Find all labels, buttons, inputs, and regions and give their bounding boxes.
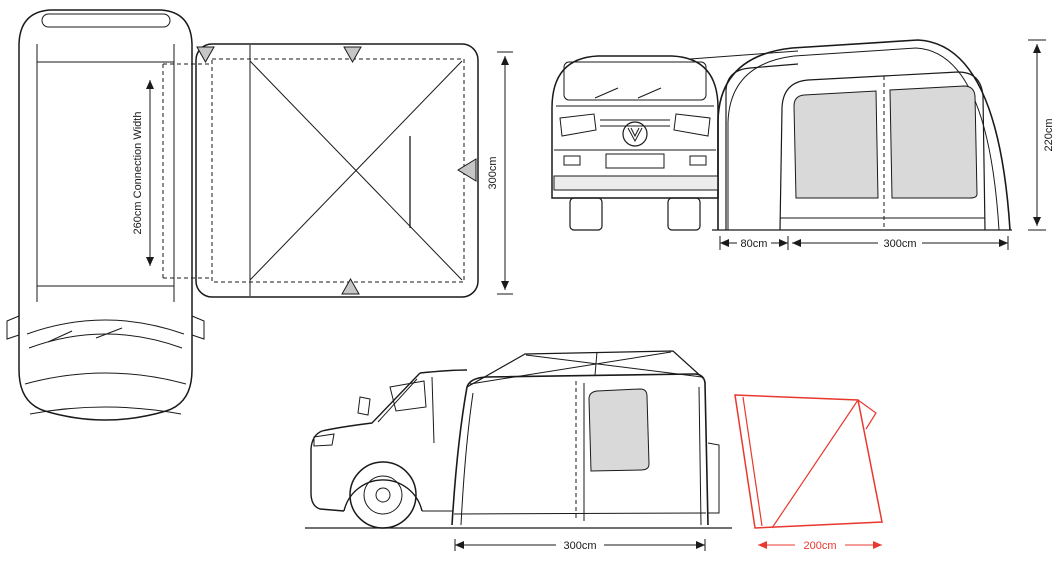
van-rear-bumper: [707, 442, 720, 514]
front-view-gap-label: 80cm: [741, 238, 768, 250]
roof-frame: [466, 350, 705, 388]
van-side-view: [310, 369, 468, 529]
awning-front-view: [717, 39, 1011, 231]
awning-side-view: [451, 350, 720, 526]
right-mirror: [191, 315, 205, 340]
van-top-view: [6, 9, 205, 421]
top-view-diagram: 300cm 260cm Connection Width: [6, 9, 513, 421]
windshield: [377, 378, 418, 423]
peg-markers: [196, 46, 477, 295]
license-plate: [605, 153, 665, 169]
right-wheel: [667, 197, 701, 231]
front-view-diagram: 80cm 300cm 220cm: [551, 39, 1055, 250]
left-window-panel: [793, 90, 879, 199]
optional-canopy-outline: [734, 394, 883, 529]
side-window-panel: [588, 388, 650, 472]
left-wheel: [569, 197, 603, 231]
left-mirror: [6, 315, 20, 340]
front-wheel: [349, 461, 417, 529]
front-view-height-label: 220cm: [1043, 118, 1055, 151]
left-headlight: [559, 113, 597, 137]
bumper-band: [553, 175, 719, 191]
right-window-panel: [889, 85, 978, 199]
canopy-width-label: 200cm: [803, 540, 836, 552]
headlight: [313, 433, 335, 447]
grille: [600, 119, 670, 127]
van-front-view: [551, 55, 719, 231]
right-headlight: [673, 113, 711, 137]
side-view-width-label: 300cm: [563, 540, 596, 552]
vw-badge: [622, 121, 648, 147]
side-view-diagram: 300cm 200cm: [305, 350, 883, 552]
awning-footprint: [162, 43, 479, 298]
top-view-dimensions: [146, 51, 513, 295]
mirror: [357, 396, 371, 416]
front-view-width-label: 300cm: [883, 238, 916, 250]
side-window: [389, 380, 427, 412]
wipers: [594, 87, 662, 99]
top-view-depth-label: 300cm: [487, 156, 499, 189]
connection-width-label: 260cm Connection Width: [132, 112, 144, 235]
windshield: [563, 61, 707, 101]
